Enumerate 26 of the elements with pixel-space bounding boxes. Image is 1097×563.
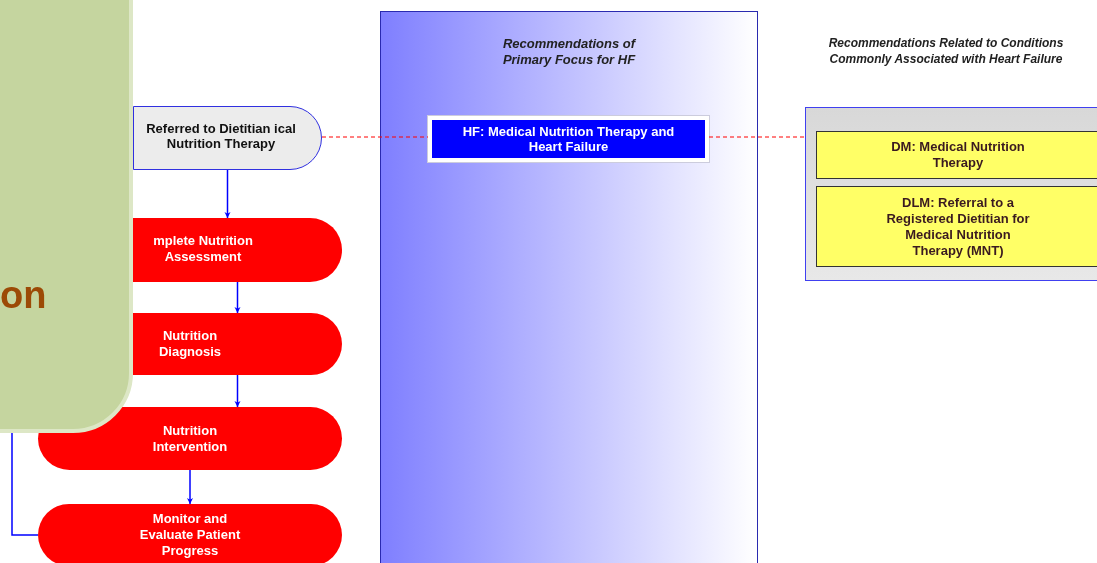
connector-line: [11, 432, 39, 536]
heading-text: on: [0, 276, 47, 314]
column-heading: Recommendations Related to Conditions Commonly Associated with Heart Failure: [827, 35, 1065, 67]
step-label: Nutrition Intervention: [151, 422, 229, 455]
step-label: Monitor and Evaluate Patient Progress: [138, 511, 242, 559]
dashed-connector: [708, 136, 806, 138]
box-label: HF: Medical Nutrition Therapy and Heart Failure: [461, 124, 676, 154]
process-pill: [133, 218, 342, 282]
process-box: [428, 116, 709, 162]
process-pill: [38, 504, 342, 563]
step-label: mplete Nutrition Assessment: [152, 233, 254, 265]
arrow: [187, 469, 193, 505]
arrow: [234, 374, 241, 408]
process-box: [816, 131, 1097, 179]
side-panel: [0, 0, 133, 433]
process-pill: [133, 313, 342, 375]
arrow: [234, 281, 241, 314]
box-label: DM: Medical Nutrition Therapy: [890, 139, 1026, 171]
process-box: [816, 186, 1097, 267]
arrow: [224, 169, 231, 219]
column-panel: [380, 11, 758, 563]
process-pill: [133, 106, 322, 170]
step-label: Referred to Dietitian ical Nutrition Therapy: [145, 121, 297, 151]
column-heading: Recommendations of Primary Focus for HF: [501, 36, 637, 68]
step-label: Nutrition Diagnosis: [157, 328, 223, 360]
box-label: DLM: Referral to a Registered Dietitian for Medical Nutrition Therapy (MNT): [885, 194, 1031, 259]
